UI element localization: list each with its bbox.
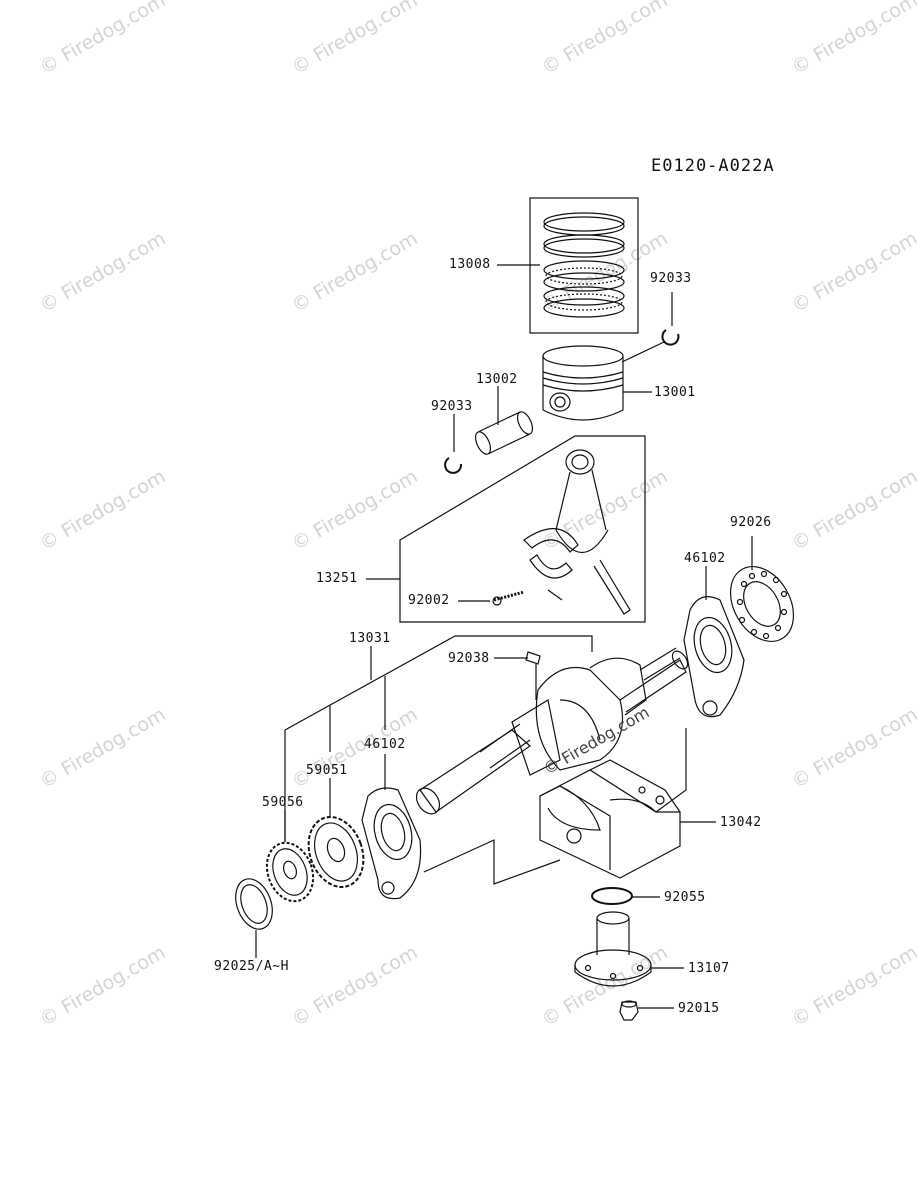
connecting-rod <box>523 449 631 615</box>
drain-bolt <box>619 1000 639 1021</box>
part-label-13042[interactable]: 13042 <box>720 815 762 830</box>
piston-pin <box>474 411 534 455</box>
part-label-92026[interactable]: 92026 <box>730 515 772 530</box>
balancer-right <box>683 596 745 718</box>
balancer-left <box>361 787 422 900</box>
connecting-rod-box <box>399 435 646 623</box>
part-label-92033-top[interactable]: 92033 <box>650 271 692 286</box>
part-label-13002[interactable]: 13002 <box>476 372 518 387</box>
crankshaft-bracket <box>284 635 593 842</box>
circlip-left <box>444 457 463 474</box>
bearing-journal <box>574 911 652 987</box>
part-label-46102-right[interactable]: 46102 <box>684 551 726 566</box>
part-label-13107[interactable]: 13107 <box>688 961 730 976</box>
part-label-92025[interactable]: 92025/A~H <box>214 959 289 974</box>
crank-key <box>525 651 541 665</box>
o-ring <box>591 887 633 905</box>
part-label-46102-left[interactable]: 46102 <box>364 737 406 752</box>
crankcase <box>539 759 681 879</box>
part-label-92033-left[interactable]: 92033 <box>431 399 473 414</box>
circlip-top <box>661 329 680 346</box>
part-label-59056[interactable]: 59056 <box>262 795 304 810</box>
crankshaft <box>415 647 689 815</box>
rod-bolt <box>492 590 525 606</box>
part-label-13008[interactable]: 13008 <box>449 257 491 272</box>
part-label-13031[interactable]: 13031 <box>349 631 391 646</box>
part-label-92002[interactable]: 92002 <box>408 593 450 608</box>
part-label-13251[interactable]: 13251 <box>316 571 358 586</box>
part-label-92038[interactable]: 92038 <box>448 651 490 666</box>
part-label-92015[interactable]: 92015 <box>678 1001 720 1016</box>
shim-washer <box>235 878 273 930</box>
gear-59056 <box>265 841 315 903</box>
gear-59051 <box>307 816 365 888</box>
part-label-13001[interactable]: 13001 <box>654 385 696 400</box>
piston <box>542 345 624 421</box>
piston-ring-set <box>529 197 639 334</box>
thrust-washer-right <box>729 566 795 642</box>
diagram-code: E0120-A022A <box>651 156 775 176</box>
part-label-59051[interactable]: 59051 <box>306 763 348 778</box>
part-label-92055[interactable]: 92055 <box>664 890 706 905</box>
